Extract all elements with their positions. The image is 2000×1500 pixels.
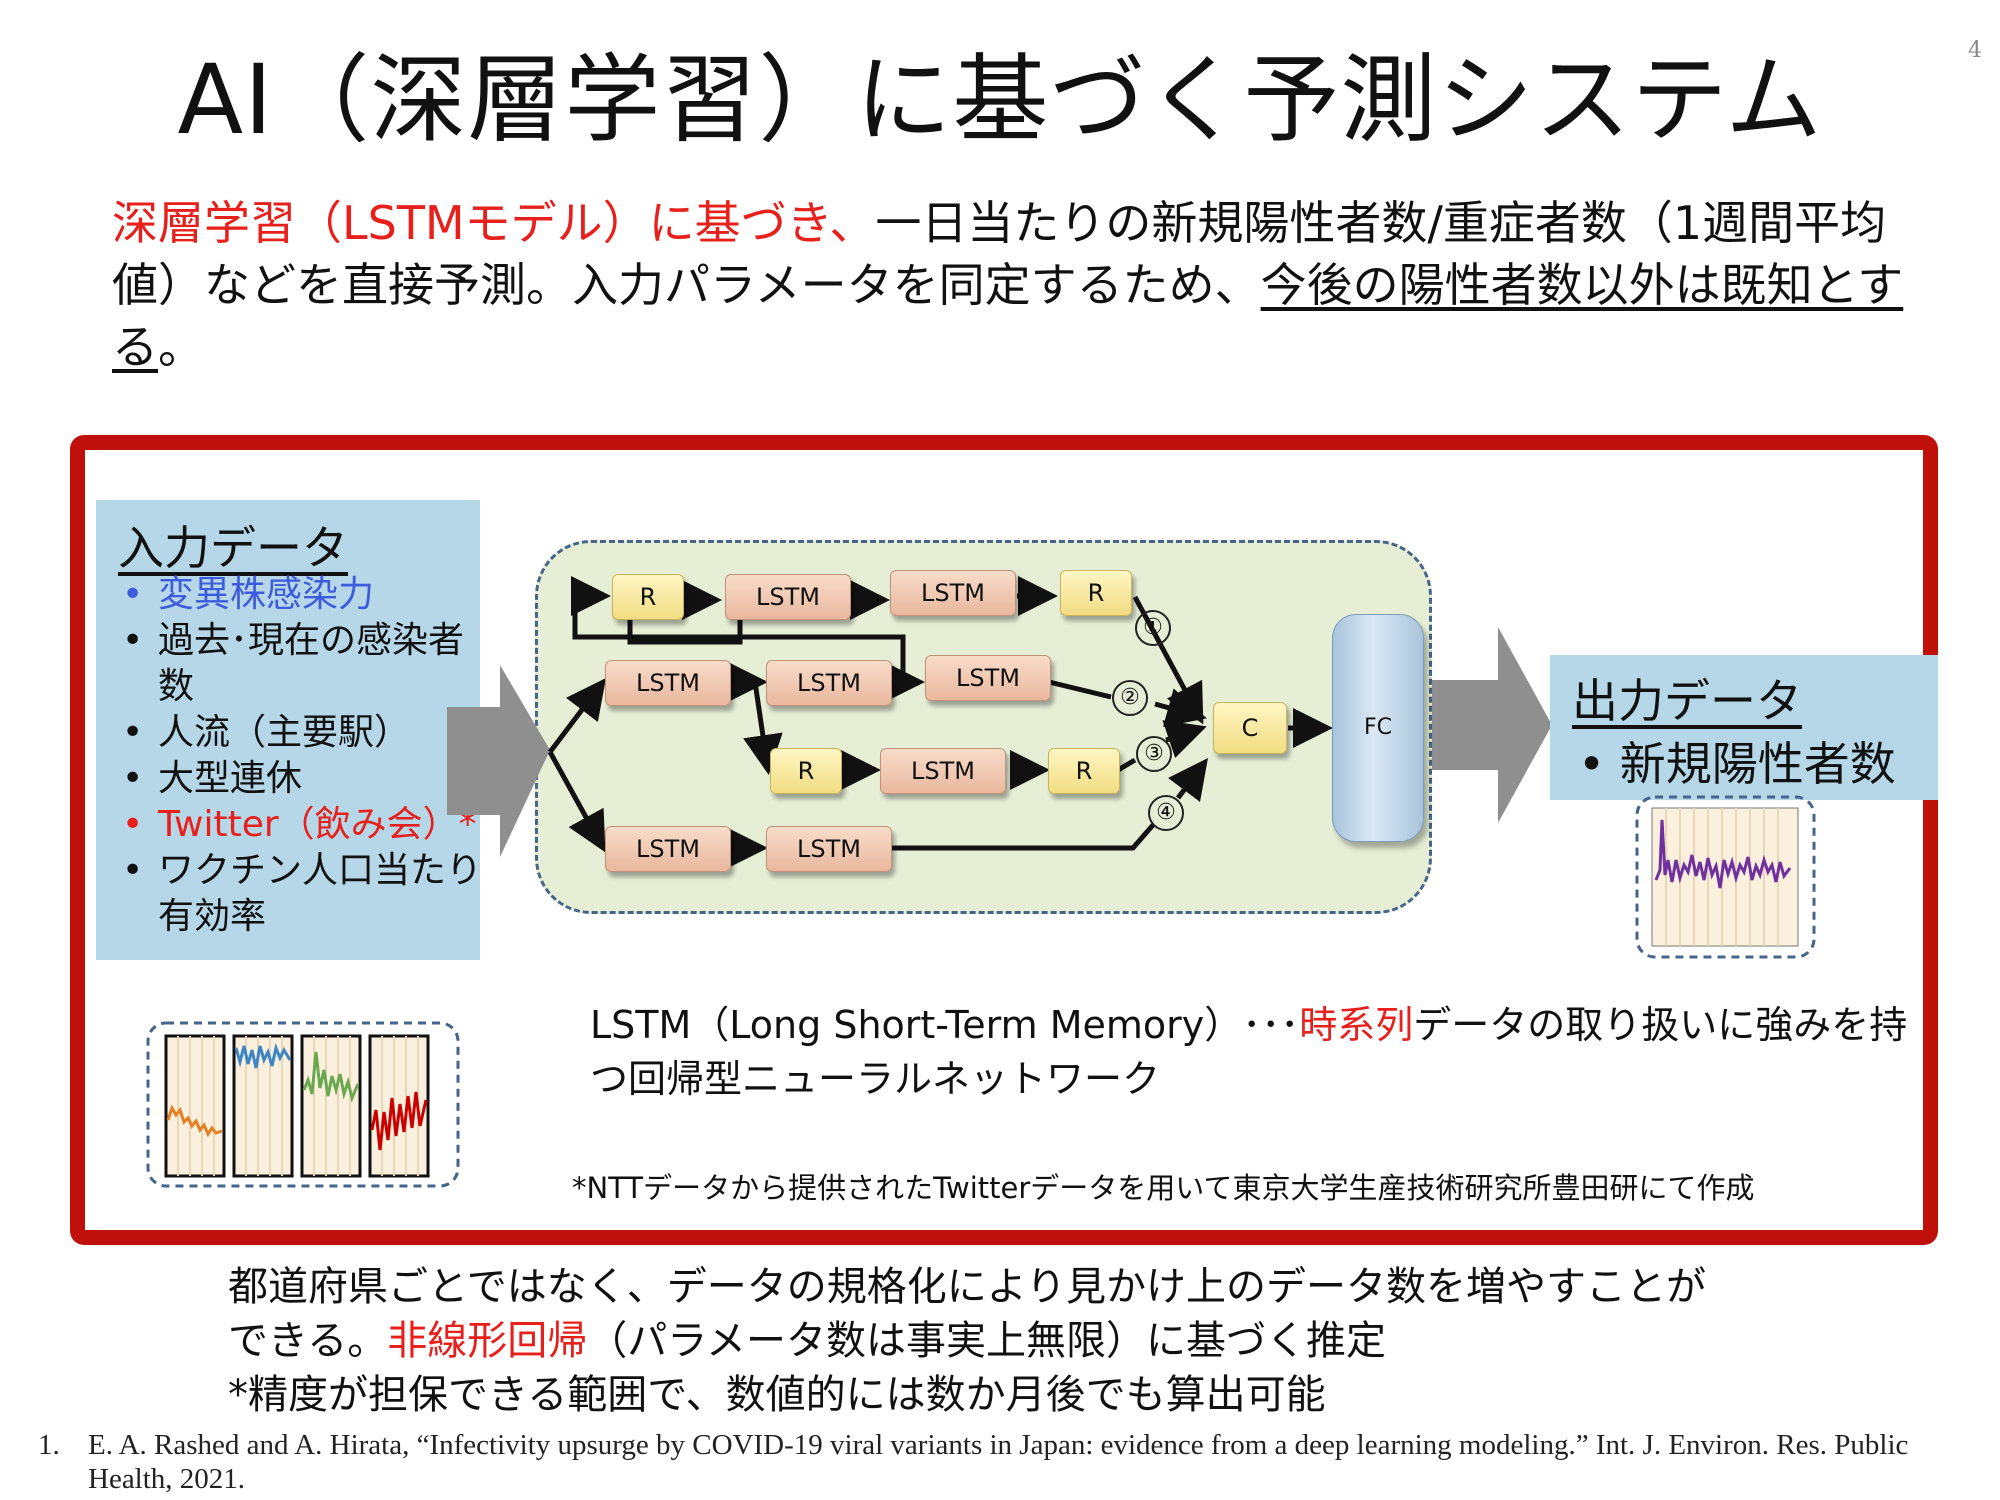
input-item: 大型連休 xyxy=(122,756,482,802)
conclusion-line3: *精度が担保できる範囲で、数値的には数か月後でも算出可能 xyxy=(228,1372,1326,1418)
lstm-desc-part1: LSTM（Long Short-Term Memory）･･･ xyxy=(590,1003,1300,1047)
intro-highlight: 深層学習（LSTMモデル）に基づき、 xyxy=(112,196,876,250)
input-item: Twitter（飲み会）* xyxy=(122,802,482,848)
input-thumb-2 xyxy=(232,1034,294,1178)
intro-text: 一日当たりの新規陽性者数/重症者数（1週間平均値）などを直接予測。入力パラメータ… xyxy=(112,196,1887,312)
intro-underlined: 今後の陽性者数以外は既知とする xyxy=(112,258,1904,374)
output-arrow xyxy=(1432,627,1552,823)
lstm-description: LSTM（Long Short-Term Memory）･･･時系列データの取り… xyxy=(590,998,1920,1106)
output-heading: 出力データ xyxy=(1572,674,1802,728)
lstm-node-5: LSTM xyxy=(925,655,1051,701)
slide-title: AI（深層学習）に基づく予測システム xyxy=(177,44,1823,156)
reference-text: E. A. Rashed and A. Hirata, “Infectivity… xyxy=(88,1429,1909,1495)
intro-end: 。 xyxy=(158,320,204,374)
intro-paragraph: 深層学習（LSTMモデル）に基づき、一日当たりの新規陽性者数/重症者数（1週間平… xyxy=(112,192,1912,378)
input-arrow xyxy=(447,665,550,857)
reference-number: 1. xyxy=(38,1429,60,1461)
r-node-1: R xyxy=(612,574,684,620)
conclusion-text: 都道府県ごとではなく、データの規格化により見かけ上のデータ数を増やすことができる… xyxy=(228,1260,1728,1422)
output-item-label: 新規陽性者数 xyxy=(1619,737,1896,791)
lstm-node-8: LSTM xyxy=(766,826,892,872)
twitter-footnote: *NTTデータから提供されたTwitterデータを用いて東京大学生産技術研究所豊… xyxy=(572,1171,1755,1205)
input-item: 過去･現在の感染者数 xyxy=(122,618,482,710)
input-thumb-3 xyxy=(300,1034,362,1178)
branch-label-2: ② xyxy=(1112,680,1148,716)
r-node-3: R xyxy=(770,748,842,794)
input-item: 変異株感染力 xyxy=(122,572,482,618)
output-series xyxy=(1654,819,1792,889)
branch-label-1: ① xyxy=(1135,610,1171,646)
lstm-node-6: LSTM xyxy=(880,748,1006,794)
input-item: ワクチン人口当たり有効率 xyxy=(122,848,482,940)
fc-layer: FC xyxy=(1332,614,1424,842)
lstm-node-2: LSTM xyxy=(890,570,1016,616)
output-item: • 新規陽性者数 xyxy=(1578,737,1896,791)
conclusion-line1: 都道府県ごとではなく、データの規格化により見かけ上のデータ数を増やすことができる… xyxy=(228,1264,1706,1364)
input-thumb-4 xyxy=(368,1034,430,1178)
lstm-node-1: LSTM xyxy=(725,574,851,620)
lstm-node-4: LSTM xyxy=(766,660,892,706)
lstm-desc-part2: データの取り扱いに強みを持つ回帰型ニューラルネットワーク xyxy=(590,1003,1908,1101)
input-list: 変異株感染力 過去･現在の感染者数 人流（主要駅） 大型連休 Twitter（飲… xyxy=(122,572,482,940)
lstm-node-7: LSTM xyxy=(605,826,731,872)
lstm-desc-highlight: 時系列 xyxy=(1299,1003,1414,1047)
output-panel xyxy=(1550,655,1938,800)
input-thumb-1 xyxy=(164,1034,226,1178)
conclusion-highlight: 非線形回帰 xyxy=(387,1318,588,1364)
input-heading: 入力データ xyxy=(118,521,348,575)
concat-node: C xyxy=(1213,702,1287,754)
branch-label-4: ④ xyxy=(1148,795,1184,831)
r-node-4: R xyxy=(1048,748,1120,794)
branch-label-3: ③ xyxy=(1136,736,1172,772)
r-node-2: R xyxy=(1060,570,1132,616)
conclusion-line2: （パラメータ数は事実上無限）に基づく推定 xyxy=(587,1318,1387,1364)
page-number: 4 xyxy=(1968,38,1982,63)
input-item: 人流（主要駅） xyxy=(122,710,482,756)
lstm-node-3: LSTM xyxy=(605,660,731,706)
